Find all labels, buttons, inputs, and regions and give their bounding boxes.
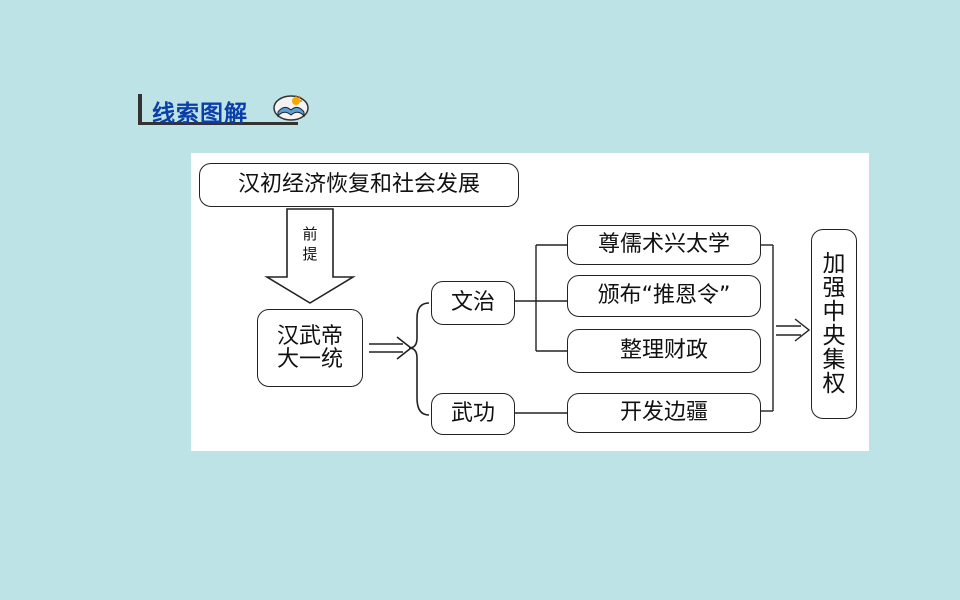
node-wen: 文治 <box>431 281 515 325</box>
double-arrow-center <box>369 336 413 360</box>
result-char: 加 <box>822 250 846 277</box>
center-line-1: 汉武帝 <box>276 323 343 349</box>
center-line-2: 大一统 <box>276 347 343 372</box>
node-wu-item-1: 开发边疆 <box>567 393 761 433</box>
result-char: 集 <box>822 347 846 374</box>
title-text: 线索图解 <box>152 101 248 127</box>
diagram-panel: 汉初经济恢复和社会发展 前 提 汉武帝 大一统 文治 武功 尊儒术兴太学 颁布“… <box>191 153 869 451</box>
result-connectors <box>761 244 811 412</box>
node-early-han: 汉初经济恢复和社会发展 <box>199 163 519 207</box>
title-underline <box>138 122 298 125</box>
connector-lines <box>264 208 811 416</box>
open-book-icon <box>273 95 309 121</box>
node-result: 加 强 中 央 集 权 <box>811 229 857 419</box>
title-left-bar <box>138 94 142 124</box>
premise-arrow <box>264 208 356 304</box>
result-char: 强 <box>822 274 846 301</box>
node-wen-item-2: 颁布“推恩令” <box>567 275 761 317</box>
branch-brace <box>408 302 430 416</box>
section-title: 线索图解 <box>138 90 318 130</box>
result-char: 中 <box>822 298 846 325</box>
arrow-label-qian: 前 <box>302 225 318 243</box>
result-char: 权 <box>822 371 846 398</box>
node-wen-item-3: 整理财政 <box>567 329 761 373</box>
wen-connectors <box>514 244 567 352</box>
arrow-label-ti: 提 <box>302 245 318 263</box>
node-wu: 武功 <box>431 393 515 435</box>
result-char: 央 <box>822 323 846 349</box>
node-emperor-wu: 汉武帝 大一统 <box>257 309 363 387</box>
node-wen-item-1: 尊儒术兴太学 <box>567 225 761 265</box>
